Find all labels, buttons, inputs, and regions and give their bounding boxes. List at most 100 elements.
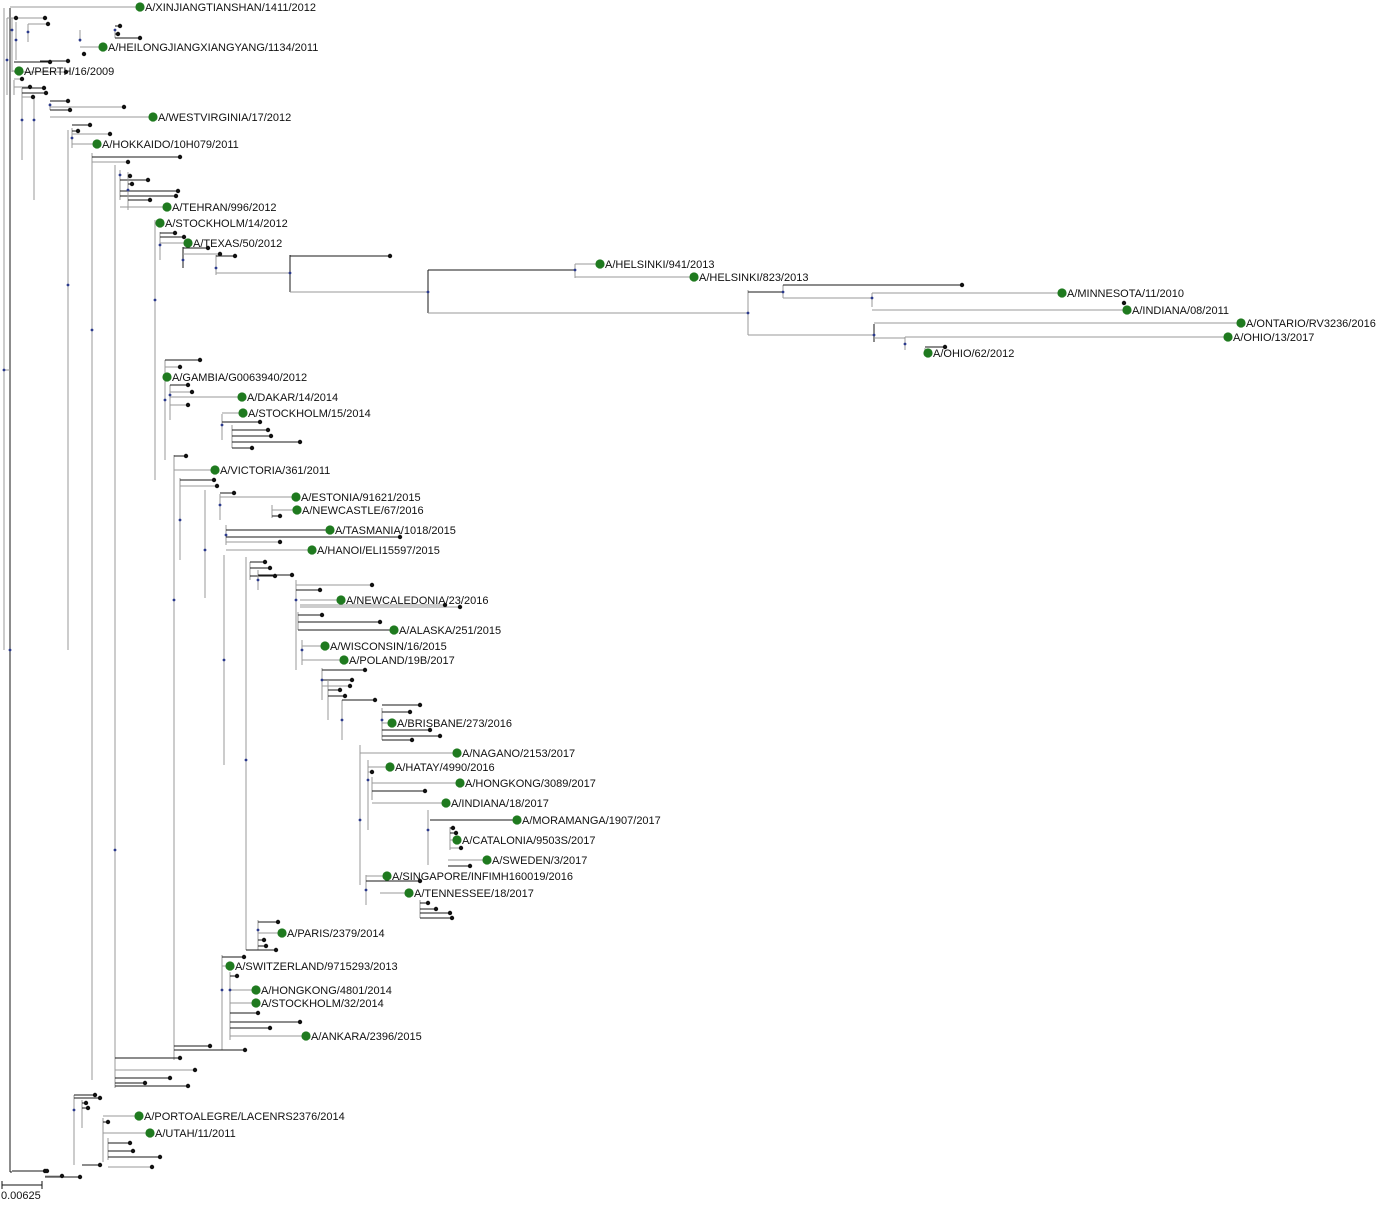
tip-node — [177, 154, 183, 160]
tip-node — [261, 937, 267, 943]
internal-node — [426, 828, 430, 832]
tip-node — [265, 427, 271, 433]
tip-node — [45, 21, 51, 27]
tip-node — [137, 35, 143, 41]
tip-node — [185, 1083, 191, 1089]
internal-node — [178, 518, 182, 522]
internal-node — [256, 928, 260, 932]
internal-node — [228, 988, 232, 992]
tip-node — [207, 1043, 213, 1049]
highlighted-tip-marker — [148, 112, 158, 122]
internal-node — [113, 28, 117, 32]
highlighted-tip-marker — [155, 218, 165, 228]
tip-label: A/INDIANA/18/2017 — [451, 798, 549, 810]
tip-node — [185, 382, 191, 388]
tip-node — [272, 573, 278, 579]
tip-label: A/HOKKAIDO/10H079/2011 — [102, 139, 239, 151]
tip-node — [117, 23, 123, 29]
tip-label: A/POLAND/19B/2017 — [349, 655, 455, 667]
tip-label: A/HELSINKI/823/2013 — [699, 272, 808, 284]
scale-bar-label: 0.00625 — [1, 1190, 41, 1202]
highlighted-tip-marker — [307, 545, 317, 555]
tip-node — [87, 122, 93, 128]
internal-node — [90, 328, 94, 332]
tip-node — [67, 107, 73, 113]
internal-node — [288, 271, 292, 275]
highlighted-tip-marker — [923, 348, 933, 358]
tip-node — [433, 906, 439, 912]
tip-node — [41, 85, 47, 91]
tip-node — [75, 128, 81, 134]
tip-label: A/BRISBANE/273/2016 — [397, 718, 512, 730]
tip-node — [297, 1019, 303, 1025]
internal-node — [746, 311, 750, 315]
tip-node — [257, 419, 263, 425]
tip-node — [77, 1174, 83, 1180]
tip-node — [92, 1092, 98, 1098]
highlighted-tip-marker — [210, 465, 220, 475]
tip-node — [214, 483, 220, 489]
internal-node — [10, 28, 14, 32]
tip-node — [447, 910, 453, 916]
tip-node — [397, 534, 403, 540]
tip-node — [297, 439, 303, 445]
tip-node — [63, 69, 69, 75]
internal-node — [218, 503, 222, 507]
internal-node — [2, 368, 6, 372]
tip-node — [369, 769, 375, 775]
tip-label: A/HANOI/ELI15597/2015 — [317, 545, 440, 557]
internal-node — [153, 298, 157, 302]
tip-node — [149, 1164, 155, 1170]
tip-node — [42, 15, 48, 21]
highlighted-tip-marker — [251, 985, 261, 995]
tip-label: A/NEWCASTLE/67/2016 — [302, 505, 424, 517]
tip-node — [105, 1119, 111, 1125]
scale-bar: 0.00625 — [1, 1181, 43, 1202]
internal-node — [66, 283, 70, 287]
internal-node — [163, 398, 167, 402]
tip-node — [177, 364, 183, 370]
tip-node — [422, 788, 428, 794]
tip-node — [129, 181, 135, 187]
tip-node — [205, 245, 211, 251]
internal-node — [8, 648, 12, 652]
tip-node — [337, 687, 343, 693]
tip-node — [81, 51, 87, 57]
highlighted-tip-marker — [162, 372, 172, 382]
tip-node — [189, 389, 195, 395]
internal-node — [48, 103, 52, 107]
tip-node — [27, 84, 33, 90]
tip-node — [277, 539, 283, 545]
tip-node — [317, 587, 323, 593]
tip-label: A/DAKAR/14/2014 — [247, 392, 338, 404]
tip-node — [249, 445, 255, 451]
internal-node — [5, 58, 9, 62]
tip-node — [30, 94, 36, 100]
highlighted-tip-marker — [251, 998, 261, 1008]
tip-node — [83, 1100, 89, 1106]
tip-label: A/SWEDEN/3/2017 — [492, 855, 587, 867]
highlighted-tip-marker — [292, 505, 302, 515]
tree-tips — [13, 2, 1246, 1180]
internal-node — [872, 333, 876, 337]
highlighted-tip-marker — [134, 1111, 144, 1121]
internal-node — [573, 268, 577, 272]
tip-node — [449, 915, 455, 921]
highlighted-tip-marker — [92, 139, 102, 149]
tip-node — [437, 733, 443, 739]
internal-node — [168, 393, 172, 397]
tip-node — [232, 253, 238, 259]
internal-node — [870, 296, 874, 300]
highlighted-tip-marker — [14, 66, 24, 76]
tip-node — [59, 1173, 65, 1179]
internal-node — [158, 243, 162, 247]
internal-node — [294, 598, 298, 602]
highlighted-tip-marker — [382, 871, 392, 881]
tip-node — [425, 900, 431, 906]
tip-label: A/SINGAPORE/INFIMH160019/2016 — [392, 871, 573, 883]
highlighted-tip-marker — [1057, 288, 1067, 298]
tip-node — [342, 693, 348, 699]
tip-node — [127, 173, 133, 179]
tip-node — [173, 193, 179, 199]
tip-node — [185, 402, 191, 408]
